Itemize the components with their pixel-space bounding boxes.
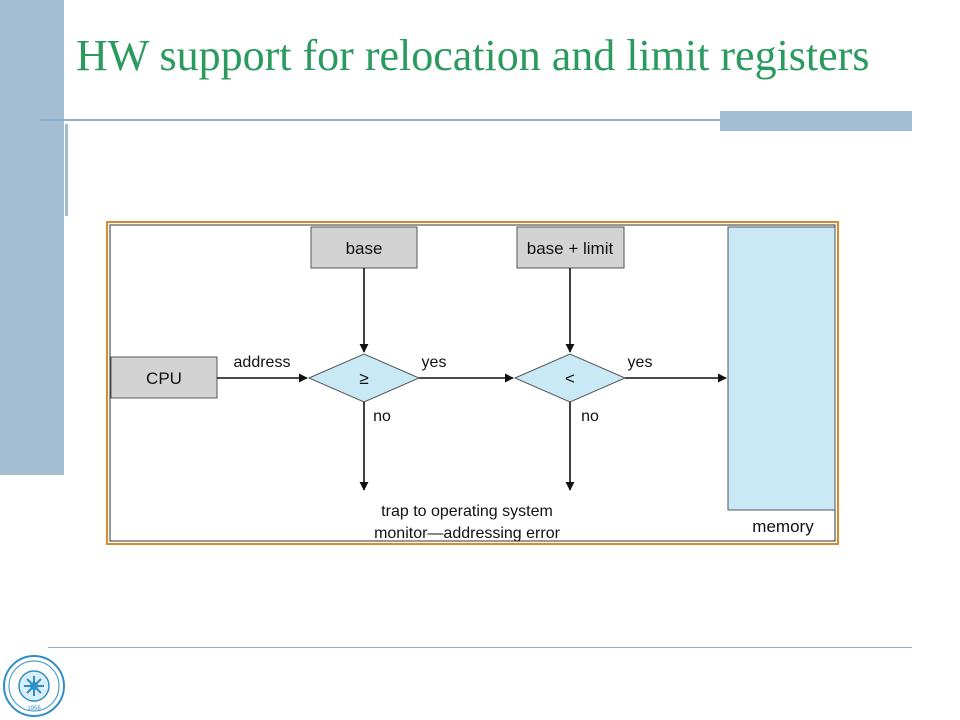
no-label-1: no [373, 408, 391, 425]
ge-symbol: ≥ [359, 369, 368, 388]
cpu-box: CPU [110, 356, 218, 399]
base-register-box: base [310, 226, 418, 269]
trap-label-line-1: trap to operating system [381, 503, 553, 520]
title-underline [40, 119, 912, 121]
left-accent-bar [0, 0, 64, 475]
title-accent-block [720, 111, 912, 131]
no-label-2: no [581, 408, 599, 425]
footer-rule [48, 647, 912, 648]
seal-year: 1956 [27, 706, 41, 712]
yes-label-2: yes [628, 354, 653, 371]
lt-symbol: < [565, 369, 575, 388]
slide-title: HW support for relocation and limit regi… [76, 31, 870, 80]
yes-label-1: yes [422, 354, 447, 371]
cpu-label: CPU [146, 369, 182, 388]
base-label: base [346, 239, 383, 258]
left-accent-line [65, 124, 68, 216]
base-limit-label: base + limit [527, 239, 614, 258]
university-seal-icon: 1956 [3, 655, 65, 717]
diagram-frame [106, 221, 839, 545]
memory-label: memory [752, 517, 814, 536]
address-label: address [234, 354, 291, 371]
trap-label-line-2: monitor—addressing error [374, 525, 561, 542]
limit-register-box: base + limit [516, 226, 625, 269]
memory-block: memory [727, 226, 836, 536]
